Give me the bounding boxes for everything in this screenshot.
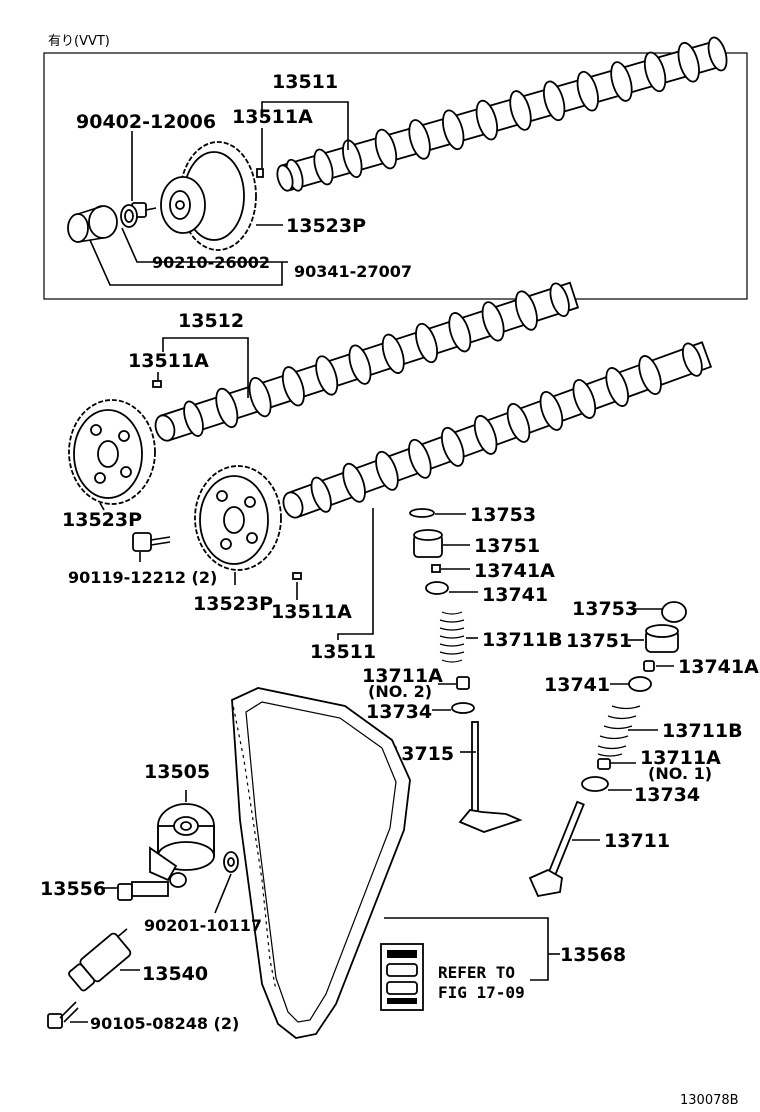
label-90210: 90210-26002 — [152, 253, 270, 272]
leaders-valve-b — [572, 608, 674, 841]
label-13741-b: 13741 — [544, 674, 610, 696]
label-13540: 13540 — [142, 963, 208, 985]
refer-text-line2: FIG 17-09 — [438, 983, 525, 1002]
leader-13568 — [384, 917, 560, 981]
washer-90210 — [120, 204, 138, 228]
collar-90201 — [223, 851, 239, 873]
label-90201: 90201-10117 — [144, 916, 262, 935]
key-13511A-mid — [152, 380, 162, 388]
leader-90201 — [214, 873, 232, 914]
label-13511A-low: 13511A — [271, 601, 352, 623]
figure-code: 130078B — [680, 1093, 739, 1108]
label-13511A-mid: 13511A — [128, 350, 209, 372]
label-13711A-a-sub: (NO. 2) — [368, 682, 432, 701]
vvt-gear — [160, 141, 257, 251]
label-13751-a: 13751 — [474, 535, 540, 557]
label-13715: 13715 — [388, 743, 454, 765]
label-13734-a: 13734 — [366, 701, 432, 723]
leaders-valve-a — [432, 513, 478, 753]
leaders-vvt — [89, 101, 349, 286]
vvt-frame — [43, 52, 748, 300]
label-13711B-a: 13711B — [482, 629, 563, 651]
valve-stack-b — [528, 601, 687, 898]
label-13753-b: 13753 — [572, 598, 638, 620]
camshaft-13511 — [282, 341, 713, 519]
label-13711: 13711 — [604, 830, 670, 852]
label-13523P-top: 13523P — [286, 215, 366, 237]
label-13568: 13568 — [560, 944, 626, 966]
label-90105: 90105-08248 (2) — [90, 1014, 239, 1033]
label-13505: 13505 — [144, 761, 210, 783]
key-13511A-low — [292, 572, 302, 580]
tensioner-13505 — [149, 803, 215, 882]
label-13711B-b: 13711B — [662, 720, 743, 742]
refer-icon — [380, 943, 424, 1011]
label-90402: 90402-12006 — [76, 111, 216, 133]
label-13711A-b-sub: (NO. 1) — [648, 764, 712, 783]
leaders-middle — [99, 337, 374, 640]
label-13741A-a: 13741A — [474, 560, 555, 582]
pulley-13540 — [68, 928, 132, 992]
camshaft-13512 — [154, 281, 580, 442]
label-13741A-b: 13741A — [678, 656, 759, 678]
valve-stack-a — [409, 508, 523, 833]
timing-belt-13568 — [231, 687, 411, 1039]
label-13741-a: 13741 — [482, 584, 548, 606]
label-13711A-b: 13711A — [640, 747, 721, 769]
gear-13523P-mid — [194, 465, 282, 571]
label-13711A-a: 13711A — [362, 665, 443, 687]
label-13556: 13556 — [40, 878, 106, 900]
label-90119: 90119-12212 (2) — [68, 568, 217, 587]
label-13734-b: 13734 — [634, 784, 700, 806]
label-13511-top: 13511 — [272, 71, 338, 93]
bolt-13556 — [117, 872, 187, 901]
label-13512: 13512 — [178, 310, 244, 332]
key-13511A-top — [256, 168, 264, 178]
label-90341: 90341-27007 — [294, 262, 412, 281]
vvt-camshaft — [276, 36, 728, 192]
label-13511A-top: 13511A — [232, 106, 313, 128]
vvt-note: 有り(VVT) — [48, 34, 110, 49]
label-13523P-mid: 13523P — [193, 593, 273, 615]
refer-text-line1: REFER TO — [438, 963, 515, 982]
bolt-90119 — [132, 532, 171, 552]
gear-13523P-left — [68, 399, 156, 505]
label-13523P-left: 13523P — [62, 509, 142, 531]
label-13511-low: 13511 — [310, 641, 376, 663]
bolt-90341 — [67, 205, 118, 243]
label-13751-b: 13751 — [566, 630, 632, 652]
bolt-90105 — [47, 1001, 79, 1029]
label-13753-a: 13753 — [470, 504, 536, 526]
